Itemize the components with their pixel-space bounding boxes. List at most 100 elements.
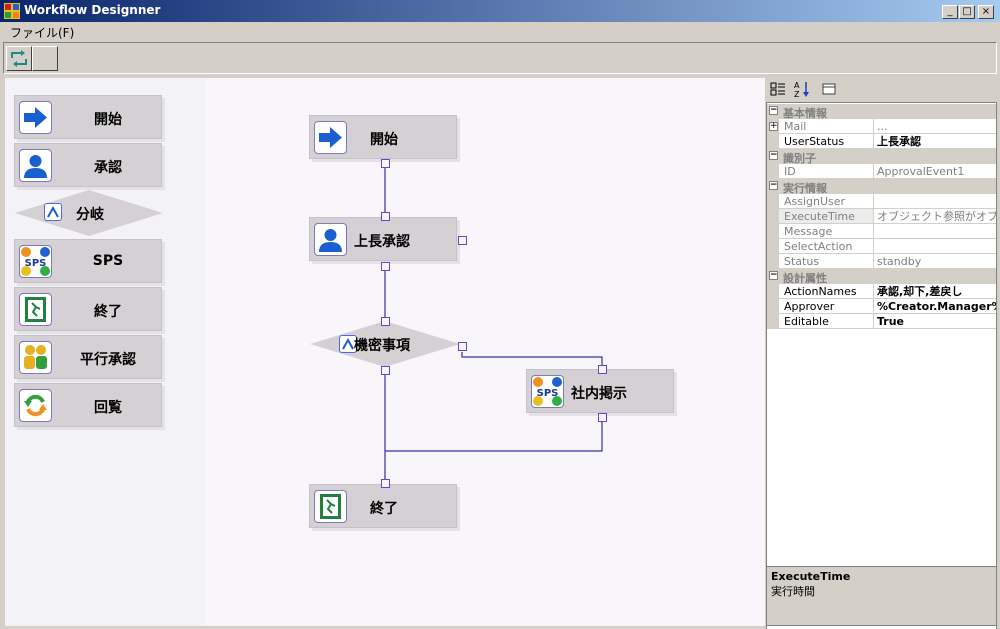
- property-row-actionnames[interactable]: ActionNames 承認,却下,差戻し: [767, 284, 996, 299]
- svg-text:A: A: [794, 81, 800, 90]
- property-panel: A Z − 基本情報 + Mail ... UserStatus 上長承認 − …: [766, 78, 997, 629]
- connection-handle[interactable]: [381, 212, 390, 221]
- collapse-icon[interactable]: −: [769, 180, 778, 190]
- category-label: 識別子: [783, 152, 816, 165]
- connection-handle[interactable]: [381, 262, 390, 271]
- category-execution-info[interactable]: − 実行情報: [767, 179, 996, 195]
- refresh-arrows-icon: [11, 50, 27, 67]
- palette-item-label: 平行承認: [80, 352, 136, 368]
- exit-icon: [19, 293, 52, 326]
- user-icon: [314, 223, 347, 256]
- connection-handle[interactable]: [381, 317, 390, 326]
- palette-item-end[interactable]: 終了: [14, 287, 162, 331]
- property-row-userstatus[interactable]: UserStatus 上長承認: [767, 134, 996, 149]
- property-value[interactable]: [874, 224, 996, 239]
- palette-item-circulation[interactable]: 回覧: [14, 383, 162, 427]
- property-grid: − 基本情報 + Mail ... UserStatus 上長承認 − 識別子 …: [766, 102, 997, 629]
- title-bar: Workflow Designner _ □ ×: [0, 0, 1000, 22]
- property-row-id[interactable]: ID ApprovalEvent1: [767, 164, 996, 179]
- property-value[interactable]: standby: [874, 254, 996, 269]
- row-gutter: [767, 164, 779, 179]
- connection-handle[interactable]: [598, 413, 607, 422]
- palette-item-branch[interactable]: 分岐: [14, 190, 163, 236]
- node-branch[interactable]: 機密事項: [310, 321, 460, 367]
- property-row-editable[interactable]: Editable True: [767, 314, 996, 329]
- maximize-icon: □: [962, 6, 972, 17]
- property-row-executetime[interactable]: ExecuteTime オブジェクト参照がオブジェ: [767, 209, 996, 224]
- row-gutter: [767, 239, 779, 254]
- connection-handle[interactable]: [381, 159, 390, 168]
- toolbar-blank-button[interactable]: [32, 46, 58, 71]
- property-name: Status: [779, 254, 874, 269]
- palette-item-label: 回覧: [94, 400, 122, 416]
- arrow-right-icon: [314, 121, 347, 154]
- property-value[interactable]: %Creator.Manager%: [874, 299, 996, 314]
- property-row-message[interactable]: Message: [767, 224, 996, 239]
- window-title: Workflow Designner: [24, 3, 161, 17]
- property-value[interactable]: [874, 194, 996, 209]
- palette-item-parallel-approval[interactable]: 平行承認: [14, 335, 162, 379]
- category-identifier[interactable]: − 識別子: [767, 149, 996, 165]
- minimize-icon: _: [947, 6, 953, 17]
- palette-item-approval[interactable]: 承認: [14, 143, 162, 187]
- property-name: AssignUser: [779, 194, 874, 209]
- collapse-icon[interactable]: −: [769, 150, 778, 160]
- connection-handle[interactable]: [458, 342, 467, 351]
- connection-handle[interactable]: [381, 479, 390, 488]
- collapse-icon[interactable]: −: [769, 270, 778, 280]
- property-value[interactable]: [874, 239, 996, 254]
- property-value[interactable]: 上長承認: [874, 134, 996, 149]
- property-value[interactable]: オブジェクト参照がオブジェ: [874, 209, 996, 224]
- connection-handle[interactable]: [598, 365, 607, 374]
- property-value[interactable]: True: [874, 314, 996, 329]
- alphabetical-sort-icon[interactable]: A Z: [793, 80, 811, 98]
- node-label: 上長承認: [354, 234, 410, 250]
- maximize-button[interactable]: □: [959, 5, 975, 19]
- workflow-canvas[interactable]: 開始 上長承認 機密事項 SPS 社内掲示 終了: [205, 78, 765, 626]
- palette-item-label: 終了: [94, 304, 122, 320]
- node-approval[interactable]: 上長承認: [309, 217, 457, 261]
- user-icon: [19, 149, 52, 182]
- category-basic-info[interactable]: − 基本情報: [767, 104, 996, 120]
- property-row-approver[interactable]: Approver %Creator.Manager%: [767, 299, 996, 314]
- property-name: Editable: [779, 314, 874, 329]
- connection-handle[interactable]: [458, 236, 467, 245]
- property-value[interactable]: ...: [874, 119, 996, 134]
- row-gutter: [767, 209, 779, 224]
- node-label: 機密事項: [354, 338, 410, 354]
- row-gutter: [767, 284, 779, 299]
- refresh-button[interactable]: [6, 46, 32, 71]
- sps-icon: SPS: [19, 245, 52, 278]
- expand-icon[interactable]: +: [769, 121, 778, 131]
- arrow-right-icon: [19, 101, 52, 134]
- property-row-assignuser[interactable]: AssignUser: [767, 194, 996, 209]
- category-label: 実行情報: [783, 182, 827, 195]
- property-row-mail[interactable]: + Mail ...: [767, 119, 996, 134]
- palette-item-start[interactable]: 開始: [14, 95, 162, 139]
- category-design-attributes[interactable]: − 設計属性: [767, 269, 996, 285]
- property-row-selectaction[interactable]: SelectAction: [767, 239, 996, 254]
- node-label: 開始: [370, 132, 398, 148]
- palette-item-sps[interactable]: SPS SPS: [14, 239, 162, 283]
- description-title: ExecuteTime: [771, 570, 851, 583]
- connectors: [384, 167, 603, 483]
- row-gutter: [767, 299, 779, 314]
- svg-text:SPS: SPS: [25, 258, 47, 269]
- categorized-view-icon[interactable]: [769, 80, 787, 98]
- minimize-button[interactable]: _: [942, 5, 958, 19]
- node-start[interactable]: 開始: [309, 115, 457, 159]
- node-end[interactable]: 終了: [309, 484, 457, 528]
- row-gutter: +: [767, 119, 779, 134]
- property-value[interactable]: ApprovalEvent1: [874, 164, 996, 179]
- property-pages-icon[interactable]: [820, 80, 838, 98]
- menu-file[interactable]: ファイル(F): [10, 26, 75, 40]
- collapse-icon[interactable]: −: [769, 105, 778, 115]
- activity-palette: 開始 承認 分岐 SPS SPS 終了 平行承認: [5, 78, 205, 626]
- close-button[interactable]: ×: [978, 5, 994, 19]
- property-row-status[interactable]: Status standby: [767, 254, 996, 269]
- property-description-pane: ExecuteTime 実行時間: [766, 566, 997, 626]
- property-value[interactable]: 承認,却下,差戻し: [874, 284, 996, 299]
- sps-icon: SPS: [531, 375, 564, 408]
- node-sps[interactable]: SPS 社内掲示: [526, 369, 674, 413]
- connection-handle[interactable]: [381, 366, 390, 375]
